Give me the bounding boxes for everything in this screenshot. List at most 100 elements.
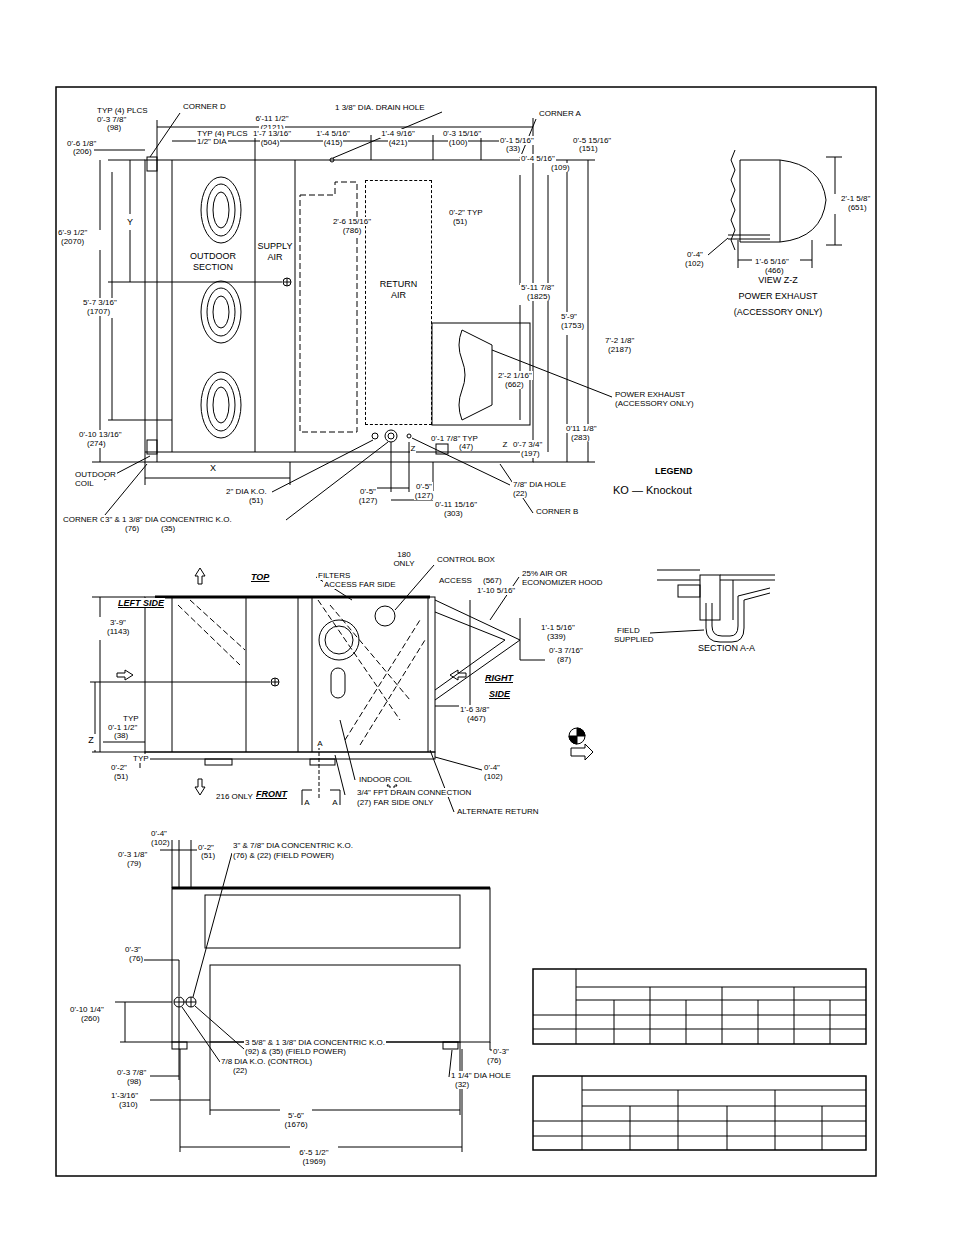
dimension-label: (651) (847, 203, 868, 212)
dimension-label: A (331, 798, 338, 807)
dimension-label: (51) (452, 217, 468, 226)
view-name: FRONT (255, 789, 288, 799)
dimension-label: 0'-11 15/16" (434, 500, 478, 509)
dimension-label: 3'-9" (109, 618, 127, 627)
dimension-label: 3/4" FPT DRAIN CONNECTION (356, 788, 472, 797)
dimension-label: 6'-9 1/2" (57, 228, 88, 237)
dimension-label: 0'-5" (359, 487, 377, 496)
dimension-label: CORNER C (62, 515, 107, 524)
dimension-label: Z (502, 440, 509, 449)
dimension-label: 0'-4" (150, 829, 168, 838)
dimension-label: (197) (520, 449, 541, 458)
dimension-label: VIEW Z-Z (757, 275, 799, 285)
dimension-label: INDOOR COIL (358, 775, 413, 784)
section-label-box: SUPPLY AIR (254, 240, 296, 264)
dimension-label: 1'-6 5/16" (754, 257, 790, 266)
dimension-label: 3 5/8" & 1 3/8" DIA CONCENTRIC K.O. (244, 1038, 386, 1047)
dimension-label: 1/2" DIA (196, 137, 228, 146)
dimension-label: (22) (232, 1066, 248, 1075)
dimension-label: (2070) (60, 237, 85, 246)
view-name: RIGHT (484, 673, 514, 683)
dimension-label: (467) (466, 714, 487, 723)
dimension-label: 3" & 7/8" DIA CONCENTRIC K.O. (232, 841, 354, 850)
dimension-label: (51) (113, 772, 129, 781)
dimension-label: (127) (414, 491, 435, 500)
dimension-label: Z (87, 735, 95, 745)
dimension-label: A (303, 798, 310, 807)
dimension-label: 0'-10 13/16" (78, 430, 123, 439)
dimension-label: 0'-2" TYP (448, 208, 484, 217)
dimension-label: 216 ONLY (215, 792, 254, 801)
dimension-label: 6'-11 1/2" (254, 114, 289, 123)
dimension-label: 0'-3 7/16" (548, 646, 584, 655)
dimension-label: 0'-4" (686, 250, 704, 259)
dimension-label: CORNER D (182, 102, 227, 111)
dimension-label: 2'-2 1/16" (497, 371, 533, 380)
dimension-label: 0'-2" (110, 763, 128, 772)
dimension-label: (1969) (301, 1157, 326, 1166)
dimension-label: 0'-3 7/8" (116, 1068, 147, 1077)
dimension-label: 0'-3" (124, 945, 142, 954)
legend-text: KO — Knockout (612, 484, 693, 496)
dimension-label: 1'-1 5/16" (540, 623, 576, 632)
dimension-label: 0'-3" (492, 1047, 510, 1056)
dimension-label: ALTERNATE RETURN (456, 807, 540, 816)
dimension-label: 5'-7 3/16" (82, 298, 118, 307)
dimension-label: (662) (504, 380, 525, 389)
dimension-label: 5'-11 7/8" (520, 283, 555, 292)
dimension-label: 2" DIA K.O. (225, 487, 268, 496)
dimension-label: Z (410, 444, 417, 453)
dimension-label: (567) (482, 576, 503, 585)
air-section-box: RETURN AIR (365, 180, 432, 425)
dimension-label: CORNER B (535, 507, 579, 516)
dimension-label: (1676) (283, 1120, 308, 1129)
dimension-label: 5'-6" (287, 1111, 305, 1120)
dimension-label: TYP (132, 754, 150, 763)
dimension-label: CORNER A (538, 109, 582, 118)
dimension-label: (100) (448, 138, 469, 147)
dimension-label: (102) (150, 838, 171, 847)
dimension-label: (92) & (35) (FIELD POWER) (244, 1047, 347, 1056)
section-name: RETURN AIR (376, 279, 422, 301)
dimension-label: (87) (556, 655, 572, 664)
dimension-label: TYP (4) PLCS (96, 106, 149, 115)
dimension-label: (ACCESSORY ONLY) (733, 307, 824, 317)
dimension-label: (79) (126, 859, 142, 868)
dimension-label: (27) FAR SIDE ONLY (356, 798, 434, 807)
dimension-label: ECONOMIZER HOOD (521, 578, 603, 587)
dimension-label: (35) (160, 524, 176, 533)
dimension-label: 0'-10 1/4" (69, 1005, 105, 1014)
dimension-label: (786) (342, 226, 363, 235)
dimension-label: POWER EXHAUST (614, 390, 686, 399)
dimension-label: 1'-4 5/16" (315, 129, 351, 138)
dimension-label: 2'-1 5/8" (840, 194, 871, 203)
dimension-label: 180 (396, 550, 411, 559)
dimension-label: 1'-7 13/16" (252, 129, 292, 138)
dimension-label: SECTION A-A (697, 643, 756, 653)
dimension-label: (283) (570, 433, 591, 442)
dimension-label: 5'-9" (560, 312, 578, 321)
dimension-label: (310) (118, 1100, 139, 1109)
dimension-label: (76) (486, 1056, 502, 1065)
dimension-label: SUPPLIED (613, 635, 655, 644)
dimension-label: 1 1/4" DIA HOLE (450, 1071, 512, 1080)
dimension-label: (151) (578, 144, 599, 153)
dimension-label: (274) (86, 439, 107, 448)
dimension-label: (127) (358, 496, 379, 505)
dimension-label: 1'-6 3/8" (459, 705, 490, 714)
dimension-label: (38) (113, 731, 129, 740)
dimension-label: (102) (684, 259, 705, 268)
dimension-label: ONLY (392, 559, 415, 568)
dimension-label: 1'-10 5/16" (476, 586, 516, 595)
legend-text: LEGEND (654, 466, 694, 476)
section-name: OUTDOOR SECTION (190, 251, 236, 273)
dimension-label: (32) (454, 1080, 470, 1089)
dimension-label: (76) (128, 954, 144, 963)
dimension-label: (98) (106, 123, 122, 132)
dimension-label: (421) (388, 138, 409, 147)
dimension-label: (102) (483, 772, 504, 781)
dimension-label: A (316, 739, 323, 748)
dimension-label: 2'-6 15/16" (332, 217, 372, 226)
dimension-label: 6'-5 1/2" (298, 1148, 329, 1157)
